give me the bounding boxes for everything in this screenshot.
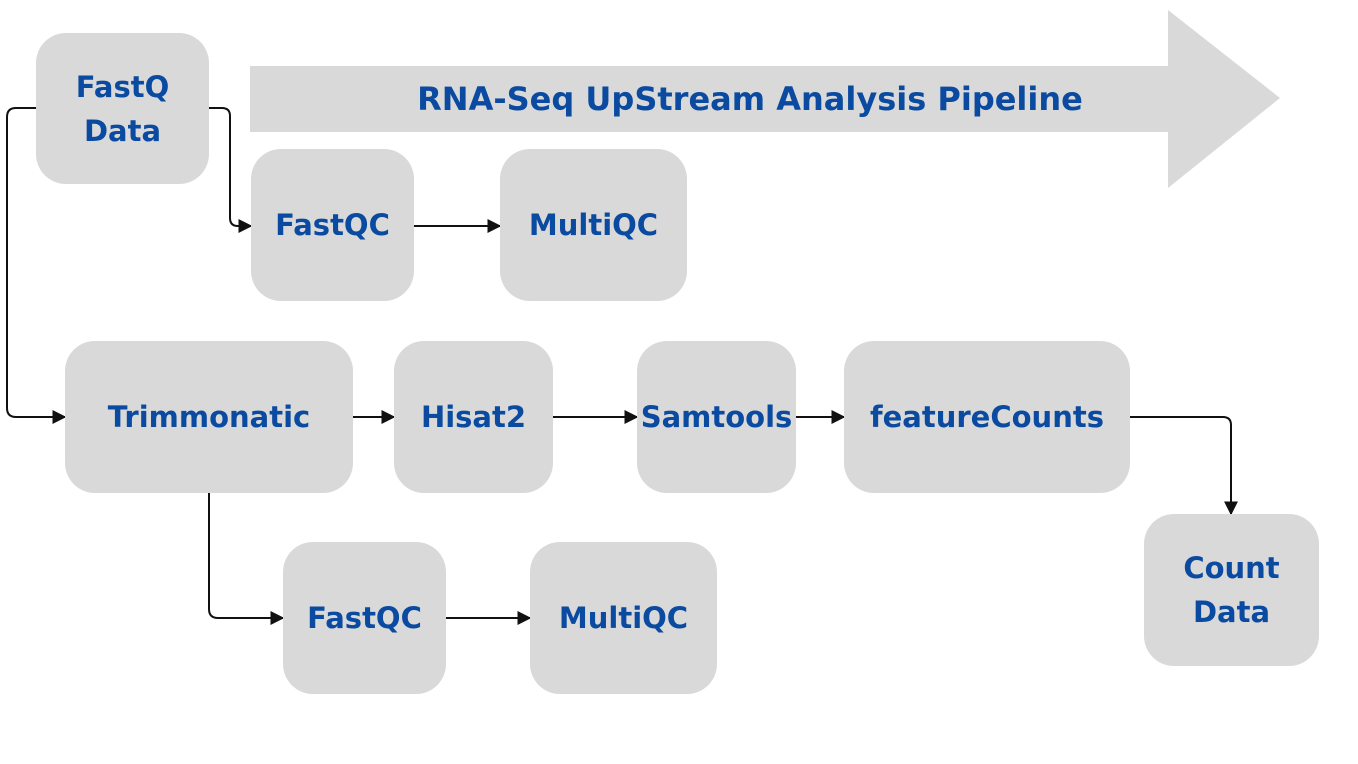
connector-featurecounts-to-countdata bbox=[1130, 416, 1238, 516]
connectors bbox=[6, 107, 1238, 625]
node-hisat2: Hisat2 bbox=[394, 341, 553, 493]
node-fastqc-trimmed: FastQC bbox=[283, 542, 446, 694]
node-fastq-data: FastQ Data bbox=[36, 33, 209, 184]
node-multiqc-raw: MultiQC bbox=[500, 149, 687, 301]
node-multiqc-trimmed: MultiQC bbox=[530, 542, 717, 694]
node-samtools: Samtools bbox=[637, 341, 796, 493]
connector-trimmonatic-to-fastqc bbox=[208, 493, 285, 625]
node-fastqc-raw: FastQC bbox=[251, 149, 414, 301]
connector-fastq-to-trimmonatic bbox=[6, 107, 67, 424]
node-trimmonatic: Trimmonatic bbox=[65, 341, 353, 493]
banner-arrow bbox=[250, 10, 1280, 188]
node-count-data: Count Data bbox=[1144, 514, 1319, 666]
connector-fastq-to-fastqc bbox=[209, 107, 253, 233]
node-featurecounts: featureCounts bbox=[844, 341, 1130, 493]
